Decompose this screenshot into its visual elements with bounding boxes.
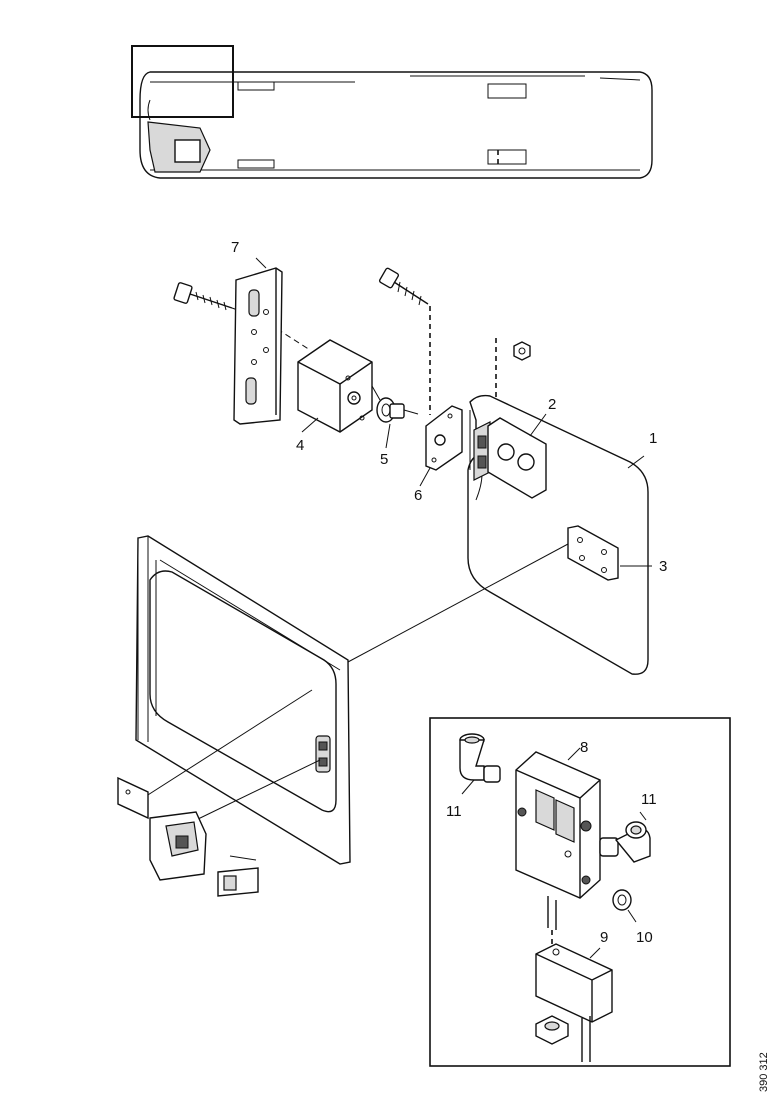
main-exploded-view bbox=[117, 257, 652, 897]
nut-top bbox=[513, 341, 531, 361]
part-3-plate bbox=[567, 525, 619, 581]
solenoid-nut bbox=[535, 1015, 569, 1045]
callout-9: 9 bbox=[600, 929, 608, 946]
part-2-valve-plate bbox=[487, 417, 547, 499]
callout-6: 6 bbox=[414, 487, 422, 504]
callout-1: 1 bbox=[649, 430, 657, 447]
part-11-elbow-left bbox=[459, 733, 501, 783]
callout-3: 3 bbox=[659, 558, 667, 575]
bolt-left bbox=[173, 282, 233, 311]
part-7-bracket-plate bbox=[233, 267, 283, 425]
callout-7: 7 bbox=[231, 239, 239, 256]
callout-5: 5 bbox=[380, 451, 388, 468]
part-8-valve-block bbox=[515, 751, 601, 899]
part-5-fitting bbox=[376, 397, 419, 423]
callout-11-right: 11 bbox=[641, 791, 657, 808]
part-9-solenoid bbox=[535, 943, 613, 1023]
inset-detail bbox=[429, 717, 731, 1067]
callout-4: 4 bbox=[296, 437, 304, 454]
part-11-elbow-right bbox=[599, 821, 651, 863]
screw-top bbox=[378, 267, 429, 306]
callout-8: 8 bbox=[580, 739, 588, 756]
door-frame bbox=[135, 535, 351, 865]
part-6-mounting-plate bbox=[425, 405, 463, 471]
callout-2: 2 bbox=[548, 396, 556, 413]
callout-10: 10 bbox=[636, 929, 653, 946]
callout-11-left: 11 bbox=[446, 803, 462, 820]
detail-highlight-box bbox=[131, 45, 234, 118]
bus-overview bbox=[131, 45, 653, 179]
drawing-code: 390 312 bbox=[758, 1052, 770, 1092]
part-10-plug bbox=[612, 889, 632, 911]
part-4-block bbox=[297, 339, 373, 433]
frame-small-parts bbox=[117, 776, 259, 897]
